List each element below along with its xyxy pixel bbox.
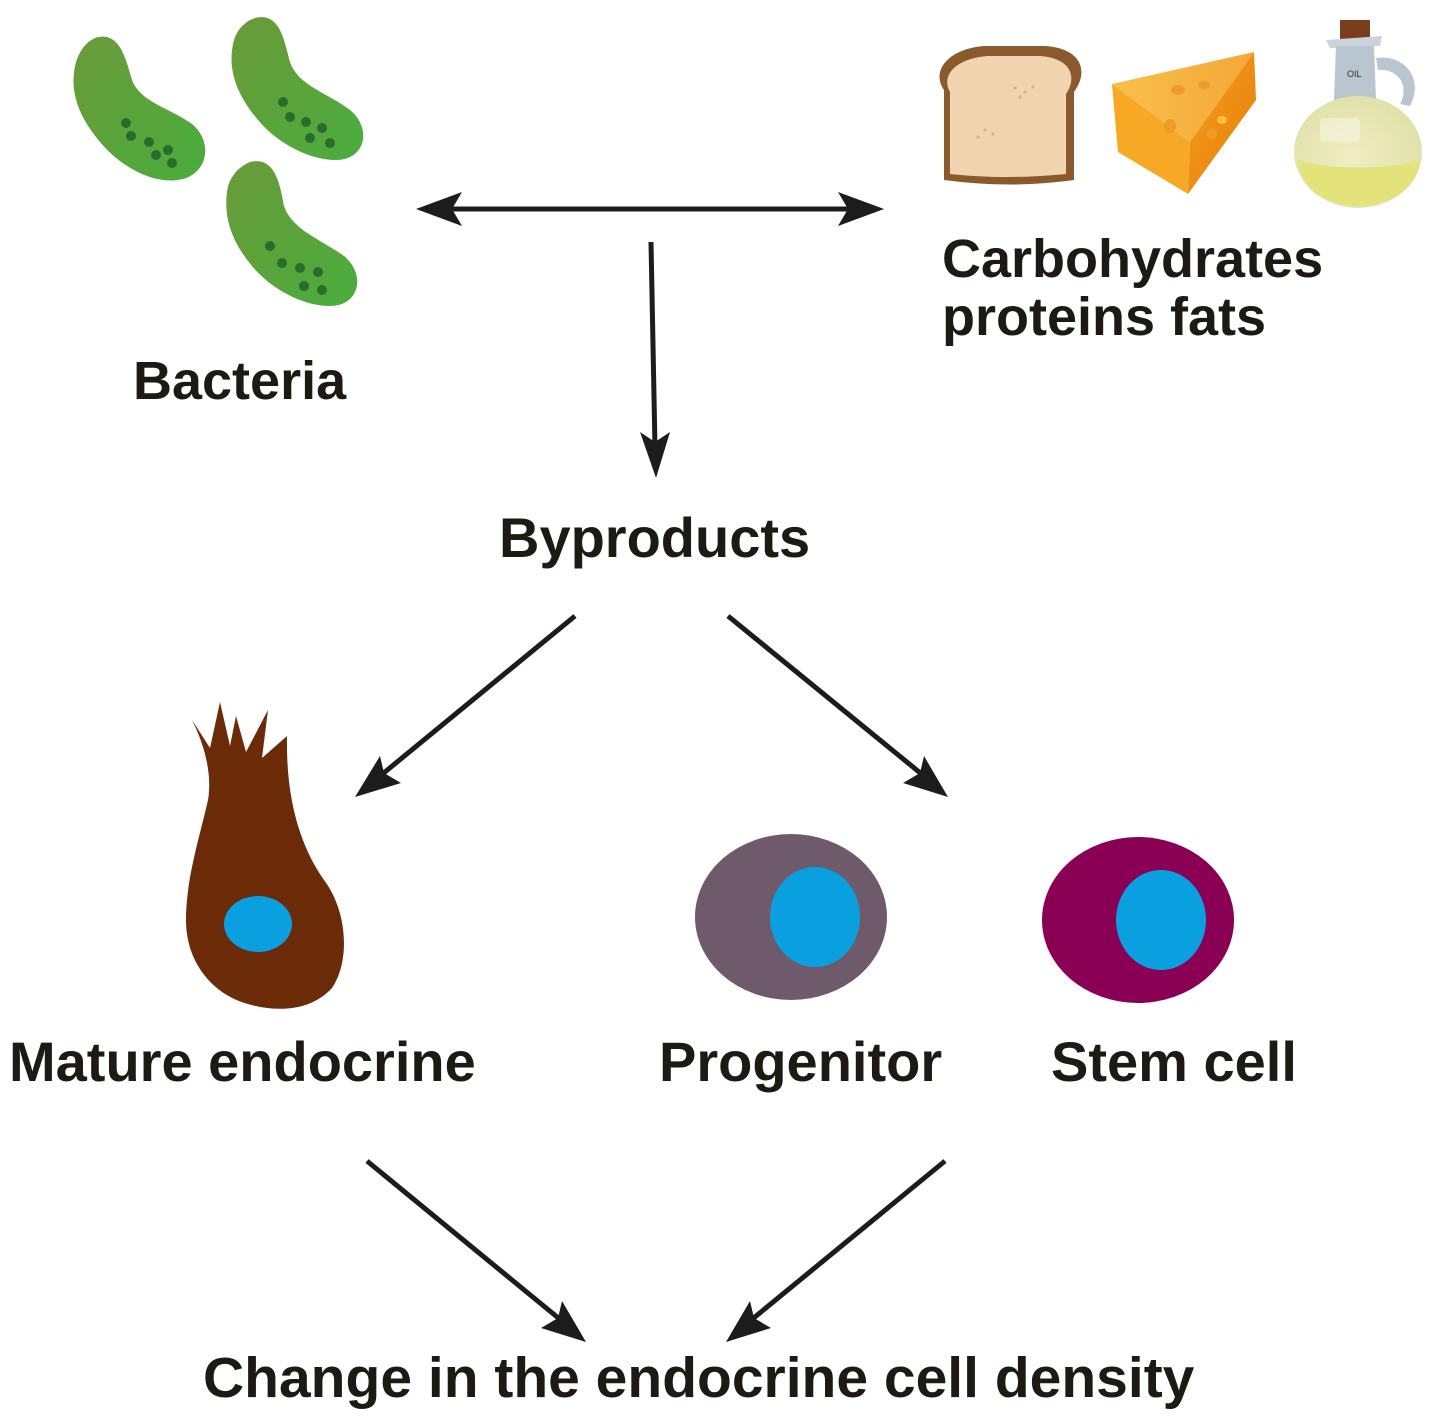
progenitor-cell-icon bbox=[695, 834, 887, 1000]
mature-endocrine-cell-icon bbox=[186, 702, 344, 1009]
arrow-to-byproducts bbox=[640, 241, 670, 478]
bidirectional-arrow bbox=[416, 192, 884, 226]
oil-bottle-icon: OIL bbox=[1294, 20, 1422, 208]
arrow-progenitor-to-outcome bbox=[726, 1159, 947, 1342]
bacterium bbox=[73, 36, 206, 181]
bacteria-label: Bacteria bbox=[133, 351, 347, 411]
nutrients-label: Carbohydrates proteins fats bbox=[942, 230, 1323, 346]
cheese-wedge-icon bbox=[1112, 52, 1256, 194]
oil-label-text: OIL bbox=[1347, 69, 1362, 79]
outcome-label: Change in the endocrine cell density bbox=[203, 1346, 1195, 1410]
stem-cell-label: Stem cell bbox=[1051, 1030, 1297, 1093]
arrow-byproducts-to-mature bbox=[355, 614, 577, 797]
progenitor-label: Progenitor bbox=[659, 1030, 943, 1093]
bread-slice-icon bbox=[939, 46, 1082, 185]
bacteria-icon bbox=[73, 17, 364, 306]
arrows bbox=[355, 192, 948, 1342]
bacterium bbox=[226, 161, 358, 306]
nutrients-label-line2: proteins fats bbox=[942, 287, 1267, 347]
byproducts-label: Byproducts bbox=[499, 506, 811, 569]
mature-endocrine-label: Mature endocrine bbox=[9, 1030, 476, 1093]
stem-cell-icon bbox=[1042, 837, 1234, 1003]
nutrients-label-line1: Carbohydrates bbox=[942, 229, 1324, 289]
arrow-byproducts-to-progenitor-stem bbox=[726, 614, 948, 797]
arrow-mature-to-outcome bbox=[365, 1159, 586, 1342]
bacterium bbox=[231, 17, 364, 161]
